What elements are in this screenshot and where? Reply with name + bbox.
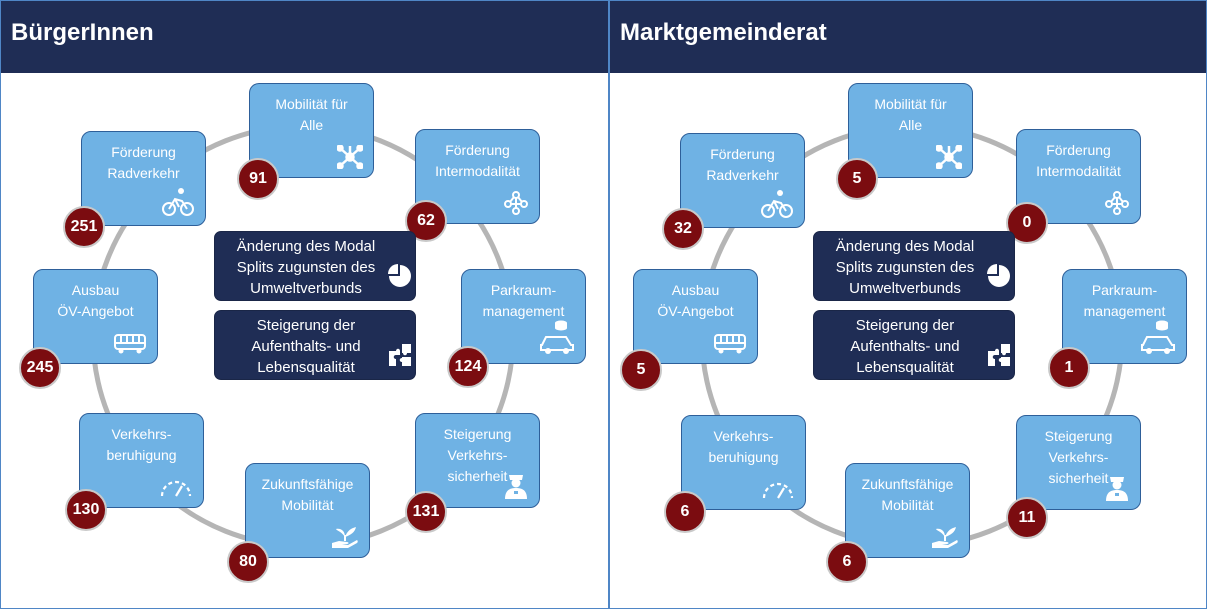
- network-icon: [936, 145, 962, 169]
- panel-title: Marktgemeinderat: [620, 19, 827, 46]
- count-badge-parkraummanagement: 124: [447, 346, 489, 388]
- bus-icon: [714, 334, 746, 354]
- car-coins-icon: [540, 320, 574, 354]
- count-badge-ausbau-oev-angebot: 245: [19, 347, 61, 389]
- bus-icon: [114, 334, 146, 354]
- hand-plant-icon: [932, 527, 958, 548]
- nodes-icon: [504, 191, 528, 215]
- count-badge-foerderung-radverkehr: 32: [662, 208, 704, 250]
- cyclist-icon: [162, 188, 194, 216]
- pie-chart-icon: [987, 264, 1010, 287]
- measure-verkehrsberuhigung: Verkehrs-beruhigung: [681, 415, 806, 510]
- measure-parkraummanagement: Parkraum-management: [461, 269, 586, 364]
- hand-plant-icon: [332, 527, 358, 548]
- measure-verkehrsberuhigung: Verkehrs-beruhigung: [79, 413, 204, 508]
- pie-chart-icon: [388, 264, 411, 287]
- network-icon: [337, 145, 363, 169]
- count-badge-zukunftsfaehige-mobilitaet: 80: [227, 541, 269, 583]
- count-badge-zukunftsfaehige-mobilitaet: 6: [826, 541, 868, 583]
- count-badge-foerderung-radverkehr: 251: [63, 206, 105, 248]
- puzzle-icon: [988, 344, 1010, 366]
- panel-header: Marktgemeinderat: [610, 1, 1206, 73]
- count-badge-mobilitaet-fuer-alle: 5: [836, 158, 878, 200]
- count-badge-verkehrsberuhigung: 130: [65, 489, 107, 531]
- count-badge-parkraummanagement: 1: [1048, 347, 1090, 389]
- count-badge-verkehrsberuhigung: 6: [664, 491, 706, 533]
- police-officer-icon: [1106, 477, 1128, 501]
- car-coins-icon: [1141, 320, 1175, 354]
- speedometer-icon: [762, 482, 794, 499]
- panel-title: BürgerInnen: [11, 19, 154, 46]
- count-badge-steigerung-verkehrssicherheit: 11: [1006, 497, 1048, 539]
- cyclist-icon: [761, 190, 793, 218]
- count-badge-ausbau-oev-angebot: 5: [620, 349, 662, 391]
- police-officer-icon: [505, 475, 527, 499]
- speedometer-icon: [160, 480, 192, 497]
- panel-header: BürgerInnen: [1, 1, 608, 73]
- count-badge-steigerung-verkehrssicherheit: 131: [405, 491, 447, 533]
- nodes-icon: [1105, 191, 1129, 215]
- puzzle-icon: [389, 344, 411, 366]
- count-badge-mobilitaet-fuer-alle: 91: [237, 158, 279, 200]
- measure-parkraummanagement: Parkraum-management: [1062, 269, 1187, 364]
